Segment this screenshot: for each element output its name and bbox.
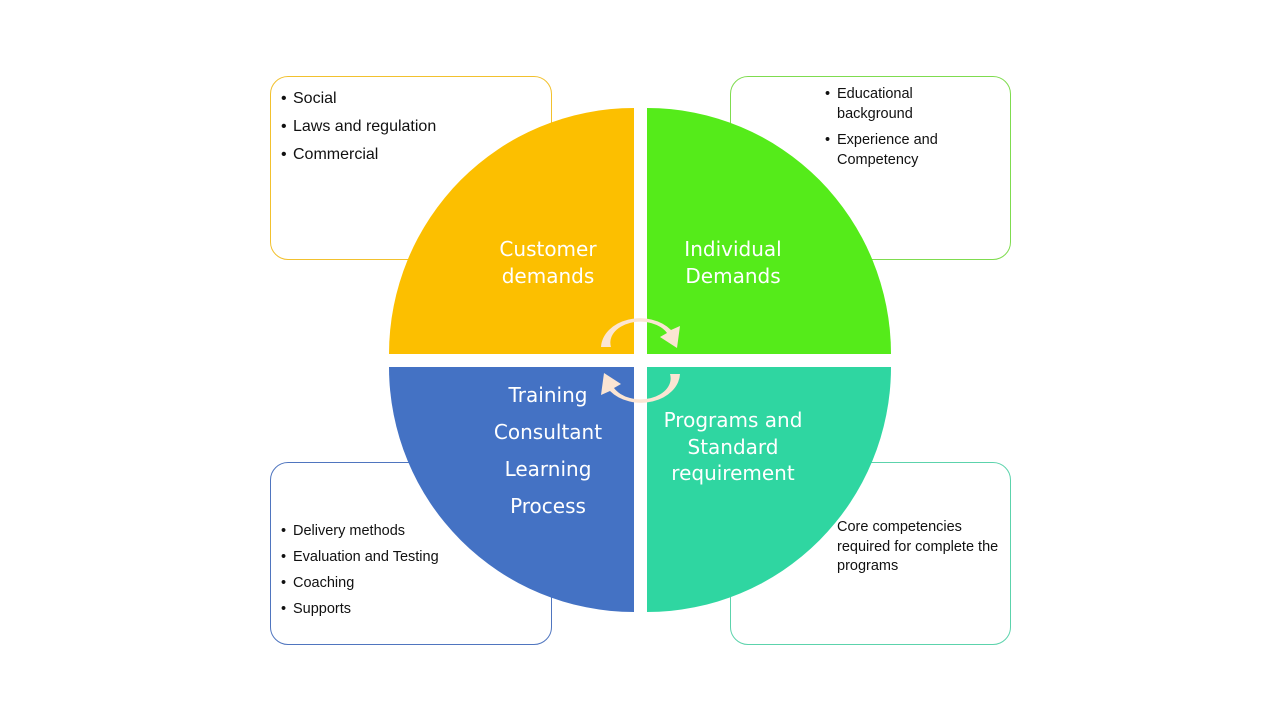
quadrant-customer-demands xyxy=(389,108,634,354)
individual-demands-label: Individual Demands xyxy=(655,236,811,290)
training-process-label: Training Consultant Learning Process xyxy=(470,377,626,525)
quadrant-individual-demands xyxy=(647,108,891,354)
programs-requirement-text: Core competencies required for complete … xyxy=(837,519,999,574)
label-line: demands xyxy=(501,264,595,288)
list-item: Coaching xyxy=(281,570,439,596)
circular-arrows-icon xyxy=(601,318,680,403)
label-line: requirement xyxy=(671,461,795,485)
list-item: Laws and regulation xyxy=(281,113,436,141)
training-process-list: Delivery methods Evaluation and Testing … xyxy=(281,518,439,622)
quadrant-programs-requirement xyxy=(647,367,891,612)
label-line: Programs and xyxy=(663,408,803,432)
label-line: Individual xyxy=(684,237,782,261)
quadrant-training-process xyxy=(389,367,634,612)
label-line: Learning xyxy=(504,457,592,481)
arrow-clockwise-bottom xyxy=(601,373,680,403)
list-item: Supports xyxy=(281,596,439,622)
list-item: Commercial xyxy=(281,141,436,169)
label-line: Customer xyxy=(499,237,597,261)
programs-requirement-label: Programs and Standard requirement xyxy=(648,407,818,487)
label-line: Training xyxy=(508,383,588,407)
individual-demands-list: Educational background Experience and Co… xyxy=(825,85,955,177)
list-item: Educational background xyxy=(825,85,955,124)
list-item: Experience and Competency xyxy=(825,131,955,170)
list-item: Delivery methods xyxy=(281,518,439,544)
label-line: Process xyxy=(510,494,586,518)
customer-demands-list: Social Laws and regulation Commercial xyxy=(281,85,436,169)
label-line: Standard xyxy=(687,434,779,459)
label-line: Demands xyxy=(685,264,781,288)
list-item: Social xyxy=(281,85,436,113)
arrow-clockwise-top xyxy=(601,318,680,348)
customer-demands-label: Customer demands xyxy=(470,236,626,290)
list-item: Evaluation and Testing xyxy=(281,544,439,570)
label-line: Consultant xyxy=(493,420,603,444)
